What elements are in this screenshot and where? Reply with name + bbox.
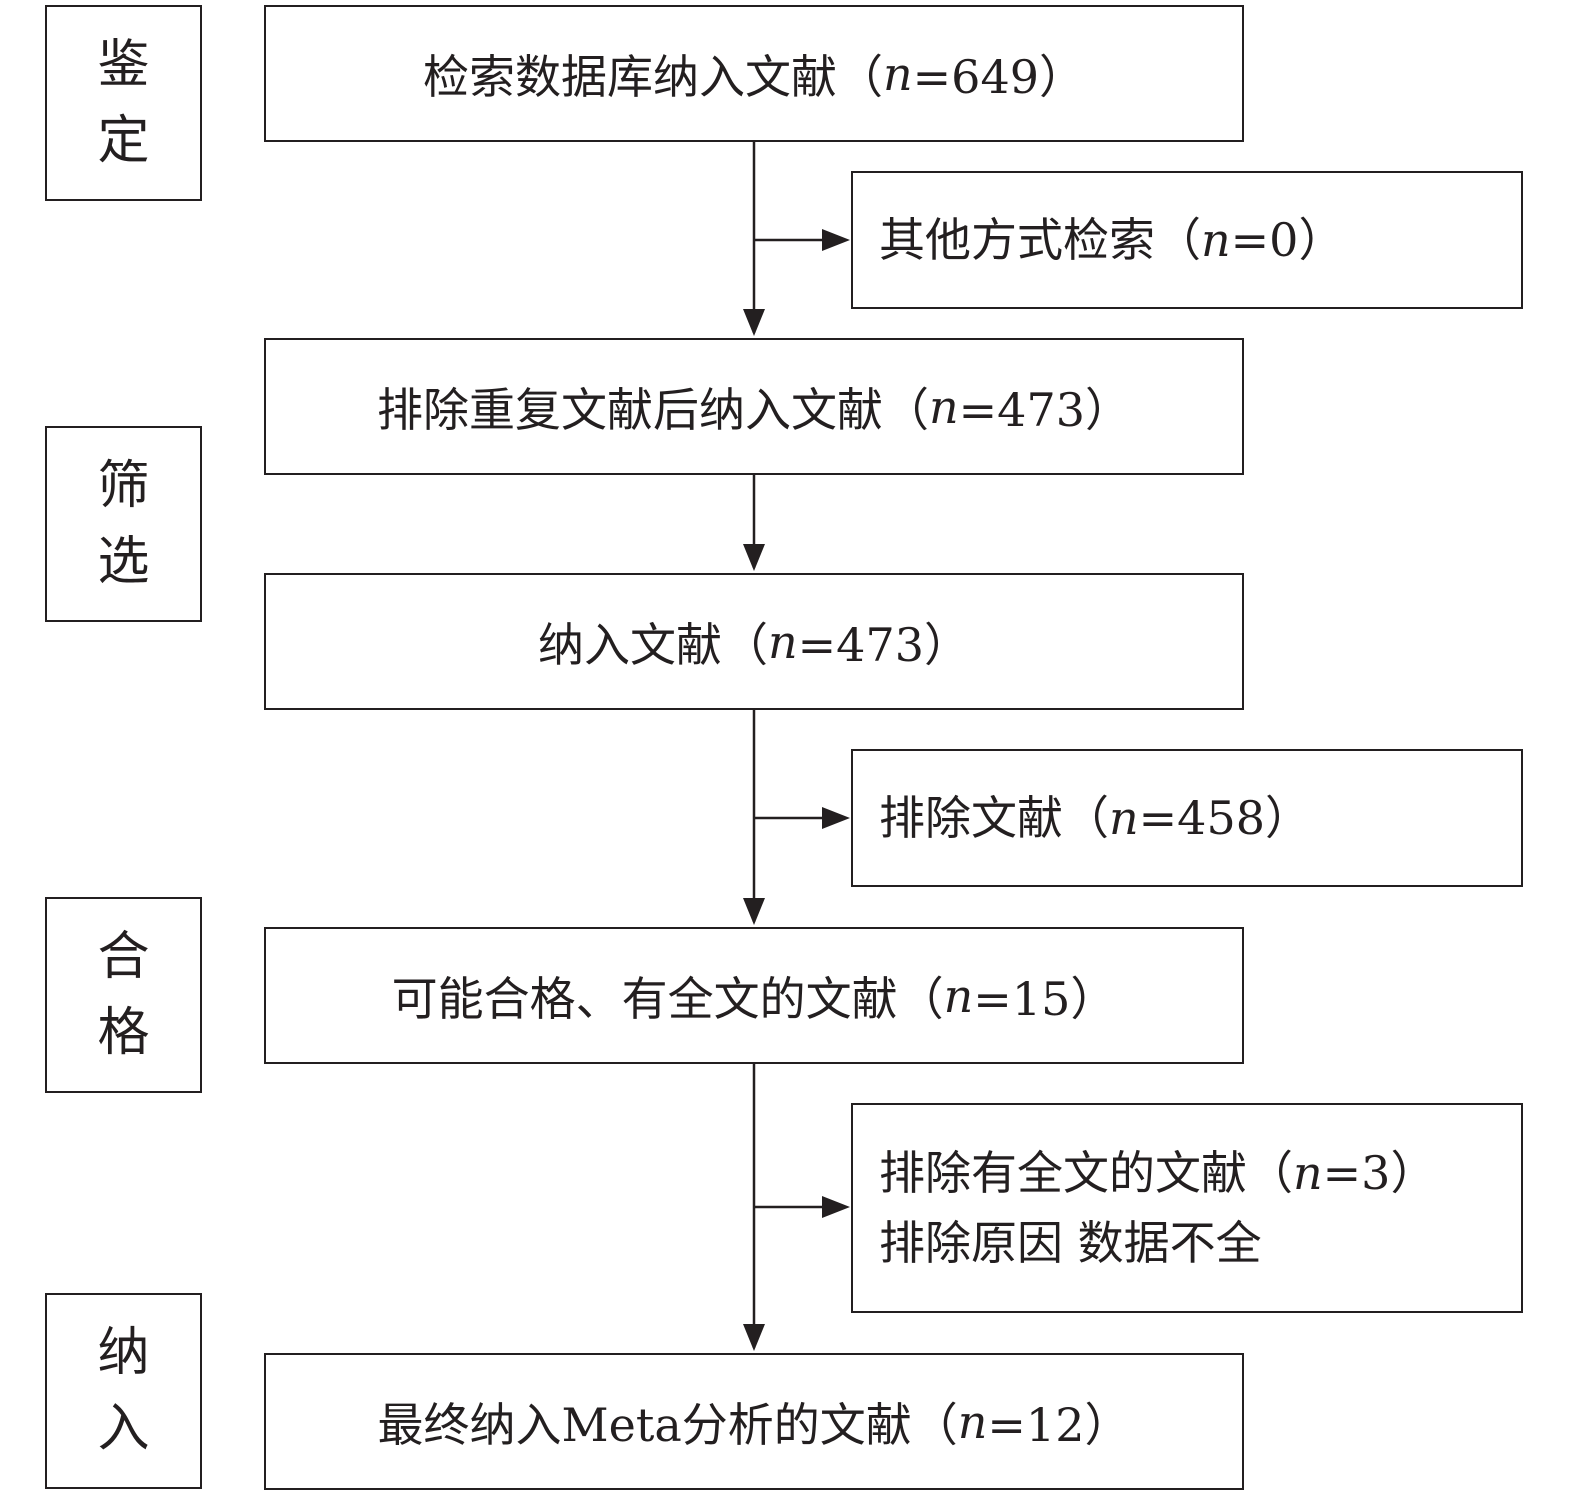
box-full-text-eligible-text: 可能合格、有全文的文献（	[391, 971, 944, 1026]
n-symbol: n	[957, 1394, 988, 1449]
n-symbol: n	[1109, 791, 1139, 845]
box-excluded-full-text-count: =3）	[1322, 1146, 1437, 1200]
box-full-text-eligible: 可能合格、有全文的文献（n=15）	[264, 927, 1244, 1064]
n-symbol: n	[929, 379, 959, 434]
box-after-deduplication-count: =473）	[958, 382, 1131, 437]
arrowhead-other-sources	[822, 229, 850, 251]
n-symbol: n	[883, 46, 913, 101]
box-final-meta-analysis: 最终纳入Meta分析的文献（n=12）	[264, 1353, 1244, 1490]
box-database-search-count: =649）	[912, 49, 1085, 104]
stage-identification-char-2: 定	[97, 111, 150, 171]
stage-included-char-2: 入	[97, 1399, 150, 1459]
exclusion-reason: 排除原因 数据不全	[879, 1216, 1262, 1270]
arrowhead-excluded-full-text	[822, 1196, 850, 1218]
arrowhead-eligible	[743, 898, 765, 925]
arrowhead-dedup	[743, 309, 765, 336]
box-records-screened-text: 纳入文献（	[538, 617, 768, 672]
stage-included-char-1: 纳	[97, 1323, 150, 1383]
n-symbol: n	[1293, 1146, 1323, 1200]
box-after-deduplication-text: 排除重复文献后纳入文献（	[377, 382, 929, 437]
stage-eligibility-char-2: 格	[97, 1003, 150, 1063]
stage-eligibility: 合 格	[45, 897, 202, 1093]
box-other-sources-count: =0）	[1230, 213, 1345, 267]
box-other-sources-text: 其他方式检索（	[879, 213, 1201, 267]
stage-screening-char-2: 选	[97, 532, 150, 592]
box-records-screened-count: =473）	[797, 617, 970, 672]
n-symbol: n	[943, 968, 974, 1023]
stage-included: 纳 入	[45, 1293, 202, 1489]
box-final-meta-analysis-count: =12）	[987, 1397, 1131, 1452]
arrowhead-excluded-records	[822, 807, 850, 829]
box-other-sources-line: 其他方式检索（n=0）	[879, 205, 1521, 275]
box-other-sources: 其他方式检索（n=0）	[851, 171, 1523, 309]
stage-eligibility-char-1: 合	[97, 927, 150, 987]
stage-identification: 鉴 定	[45, 5, 202, 201]
box-excluded-full-text-text: 排除有全文的文献（	[879, 1146, 1293, 1200]
n-symbol: n	[1201, 213, 1231, 267]
box-records-screened: 纳入文献（n=473）	[264, 573, 1244, 710]
box-database-search-text: 检索数据库纳入文献（	[423, 49, 883, 104]
box-excluded-full-text-line-2: 排除原因 数据不全	[879, 1208, 1521, 1278]
box-database-search: 检索数据库纳入文献（n=649）	[264, 5, 1244, 142]
box-final-meta-analysis-text: 最终纳入Meta分析的文献（	[377, 1397, 958, 1452]
box-excluded-full-text: 排除有全文的文献（n=3） 排除原因 数据不全	[851, 1103, 1523, 1313]
box-full-text-eligible-count: =15）	[973, 971, 1117, 1026]
arrowhead-screened	[743, 544, 765, 571]
arrowhead-final	[743, 1324, 765, 1351]
box-excluded-full-text-line-1: 排除有全文的文献（n=3）	[879, 1138, 1521, 1208]
box-after-deduplication: 排除重复文献后纳入文献（n=473）	[264, 338, 1244, 475]
n-symbol: n	[768, 614, 798, 669]
box-excluded-records-line: 排除文献（n=458）	[879, 783, 1521, 853]
stage-screening: 筛 选	[45, 426, 202, 622]
box-excluded-records-count: =458）	[1138, 791, 1311, 845]
box-excluded-records: 排除文献（n=458）	[851, 749, 1523, 887]
box-excluded-records-text: 排除文献（	[879, 791, 1109, 845]
stage-identification-char-1: 鉴	[97, 35, 150, 95]
stage-screening-char-1: 筛	[97, 456, 150, 516]
